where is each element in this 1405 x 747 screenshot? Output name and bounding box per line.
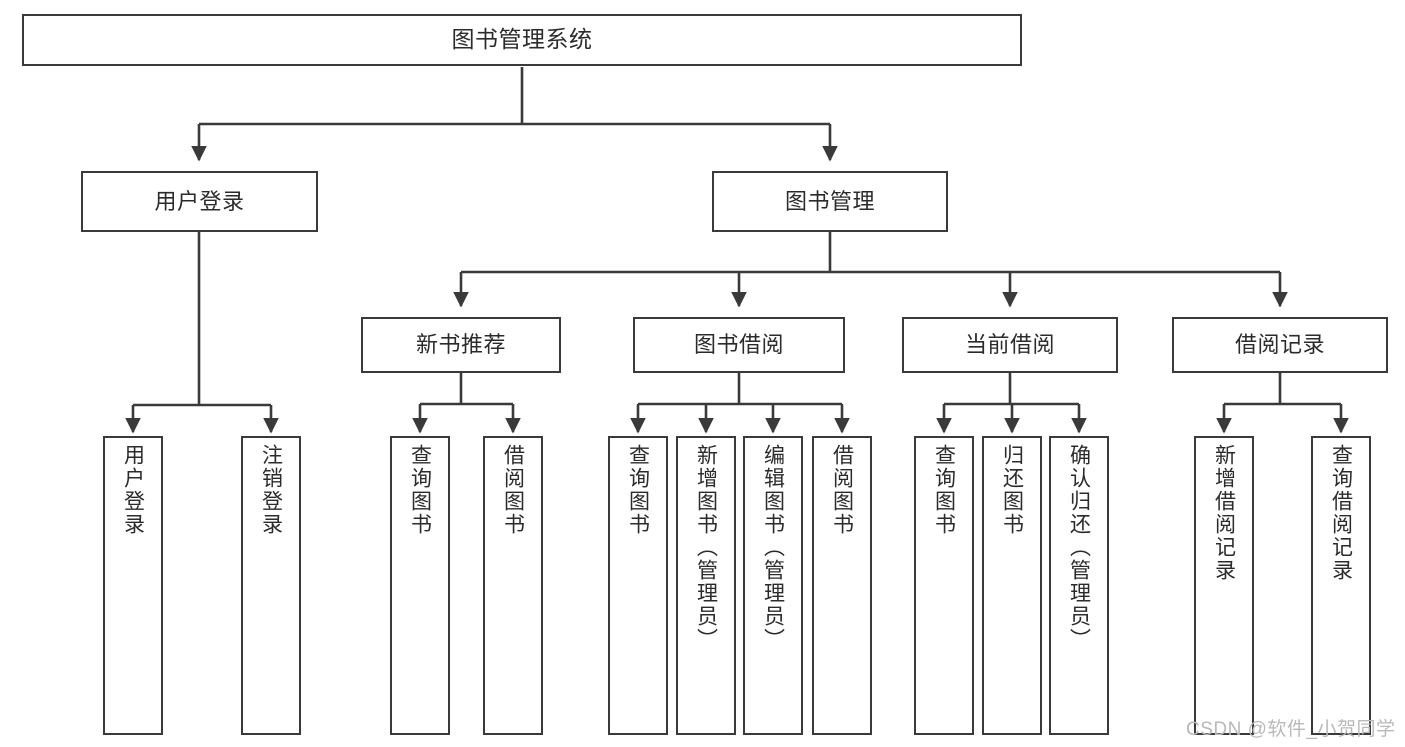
node-label: 新增借阅记录 <box>1212 444 1236 582</box>
leaf-logout[interactable]: 注销登录 <box>241 436 301 735</box>
leaf-query-borrow-record[interactable]: 查询借阅记录 <box>1311 436 1371 735</box>
leaf-query-book-recommend[interactable]: 查询图书 <box>390 436 450 735</box>
node-label: 用户登录 <box>154 188 245 214</box>
node-book-management[interactable]: 图书管理 <box>712 171 948 232</box>
node-label: 注销登录 <box>259 444 283 536</box>
node-current-borrow[interactable]: 当前借阅 <box>902 317 1118 373</box>
leaf-user-login[interactable]: 用户登录 <box>103 436 163 735</box>
node-label: 确认归还（管理员） <box>1067 444 1091 651</box>
node-book-borrow[interactable]: 图书借阅 <box>633 317 845 373</box>
node-label: 查询图书 <box>626 444 650 536</box>
leaf-borrow-book[interactable]: 借阅图书 <box>812 436 872 735</box>
node-label: 查询借阅记录 <box>1329 444 1353 582</box>
node-label: 借阅图书 <box>501 444 525 536</box>
watermark: CSDN @软件_小贺同学 <box>1186 719 1396 740</box>
leaf-confirm-return-admin[interactable]: 确认归还（管理员） <box>1049 436 1109 735</box>
node-label: 归还图书 <box>1000 444 1024 536</box>
node-label: 查询图书 <box>932 444 956 536</box>
node-label: 查询图书 <box>408 444 432 536</box>
node-label: 借阅记录 <box>1234 332 1325 358</box>
node-label: 图书管理系统 <box>451 26 593 53</box>
node-label: 图书管理 <box>784 188 875 214</box>
node-borrow-record[interactable]: 借阅记录 <box>1172 317 1388 373</box>
node-label: 编辑图书（管理员） <box>761 444 785 651</box>
node-label: 用户登录 <box>121 444 145 536</box>
node-new-book-recommend[interactable]: 新书推荐 <box>361 317 561 373</box>
leaf-query-book-current[interactable]: 查询图书 <box>914 436 974 735</box>
leaf-add-book-admin[interactable]: 新增图书（管理员） <box>676 436 736 735</box>
node-label: 图书借阅 <box>693 332 784 358</box>
leaf-borrow-book-recommend[interactable]: 借阅图书 <box>483 436 543 735</box>
node-user-login[interactable]: 用户登录 <box>81 171 318 232</box>
node-label: 借阅图书 <box>830 444 854 536</box>
leaf-query-book-borrow[interactable]: 查询图书 <box>608 436 668 735</box>
node-root-library-system[interactable]: 图书管理系统 <box>22 14 1022 66</box>
leaf-return-book[interactable]: 归还图书 <box>982 436 1042 735</box>
node-label: 当前借阅 <box>964 332 1055 358</box>
leaf-edit-book-admin[interactable]: 编辑图书（管理员） <box>743 436 803 735</box>
node-label: 新书推荐 <box>415 332 506 358</box>
leaf-add-borrow-record[interactable]: 新增借阅记录 <box>1194 436 1254 735</box>
node-label: 新增图书（管理员） <box>694 444 718 651</box>
